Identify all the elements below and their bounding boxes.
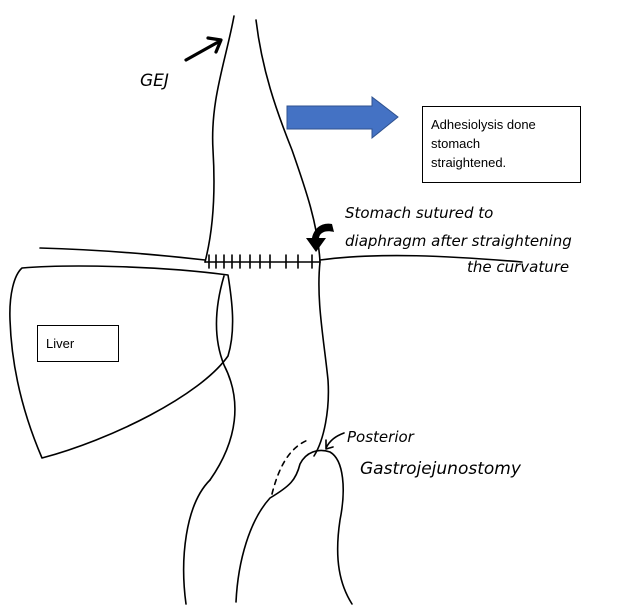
gastrojejunostomy-label: Gastrojejunostomy (360, 459, 522, 479)
sutured-label-line1: Stomach sutured to (345, 204, 493, 222)
sutured-label-line2: diaphragm after straightening (345, 232, 572, 250)
stomach-lower-right-wall (314, 262, 328, 456)
stomach-right-wall (256, 20, 320, 262)
blue-block-arrow (287, 97, 398, 138)
adhesiolysis-line-3: straightened. (431, 153, 572, 172)
adhesiolysis-line-1: Adhesiolysis done (431, 115, 572, 134)
stomach-lower-left-wall (210, 276, 235, 480)
liver-outline (10, 266, 233, 458)
posterior-anastomosis-dashed (272, 440, 308, 494)
liver-textbox: Liver (37, 325, 119, 362)
posterior-arrow (326, 433, 344, 449)
suture-curved-arrow (306, 224, 334, 252)
stomach-left-wall (205, 16, 234, 262)
diaphragm-line (40, 248, 522, 262)
jejunum-outer (184, 480, 210, 604)
gej-label: GEJ (140, 71, 169, 91)
adhesiolysis-textbox: Adhesiolysis done stomach straightened. (422, 106, 581, 183)
posterior-label: Posterior (347, 428, 415, 446)
sutured-label-line3: the curvature (467, 258, 569, 276)
adhesiolysis-line-2: stomach (431, 134, 572, 153)
liver-label: Liver (46, 336, 74, 351)
gej-arrow (186, 38, 221, 60)
jejunum-loop (236, 451, 352, 605)
